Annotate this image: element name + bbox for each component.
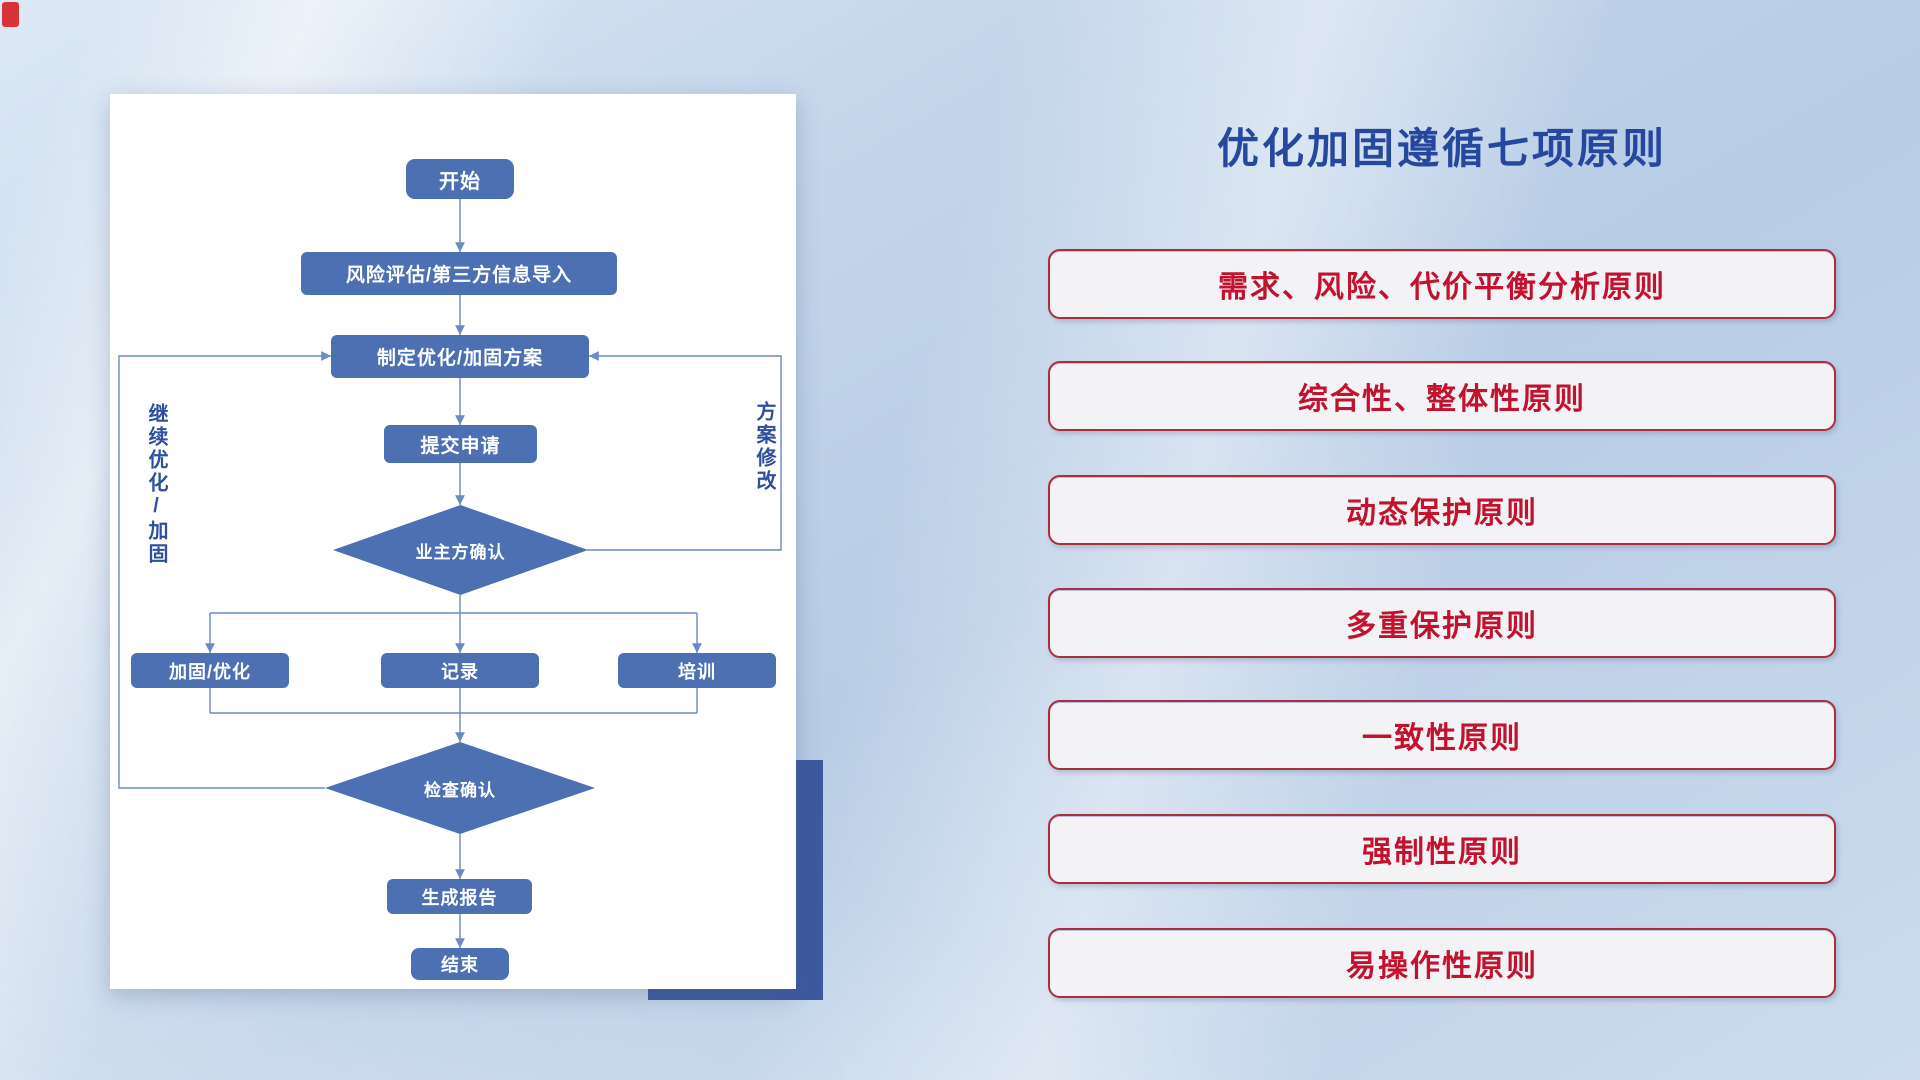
- flow-node-training: 培训: [618, 653, 776, 688]
- flow-node-submit-application: 提交申请: [384, 425, 537, 463]
- corner-watermark: [2, 2, 19, 27]
- principle-text: 一致性原则: [1362, 722, 1522, 755]
- principle-text: 多重保护原则: [1346, 610, 1538, 643]
- principle-box-1: 需求、风险、代价平衡分析原则: [1048, 249, 1836, 319]
- slide-title: 优化加固遵循七项原则: [1216, 125, 1667, 172]
- flow-node-end: 结束: [411, 948, 509, 980]
- flow-node-reinforce-optimize: 加固/优化: [131, 653, 289, 688]
- principle-box-2: 综合性、整体性原则: [1048, 361, 1836, 431]
- flow-node-generate-report: 生成报告: [387, 879, 532, 914]
- principle-text: 动态保护原则: [1346, 497, 1538, 530]
- flow-node-record: 记录: [381, 653, 539, 688]
- principle-box-7: 易操作性原则: [1048, 928, 1836, 998]
- principle-box-6: 强制性原则: [1048, 814, 1836, 884]
- principle-text: 易操作性原则: [1346, 950, 1538, 983]
- flow-node-risk-assessment: 风险评估/第三方信息导入: [301, 252, 617, 295]
- principle-box-3: 动态保护原则: [1048, 475, 1836, 545]
- principle-text: 需求、风险、代价平衡分析原则: [1218, 271, 1666, 304]
- principle-text: 强制性原则: [1362, 836, 1522, 869]
- principle-box-4: 多重保护原则: [1048, 588, 1836, 658]
- flow-node-start: 开始: [406, 159, 514, 199]
- flow-label-continue-optimize: 继续优化/加固: [145, 403, 167, 566]
- principle-box-5: 一致性原则: [1048, 700, 1836, 770]
- flowchart-panel: 开始 风险评估/第三方信息导入 制定优化/加固方案 提交申请 业主方确认 加固/…: [110, 94, 796, 989]
- flow-label-plan-modify: 方案修改: [753, 401, 775, 493]
- flow-node-make-plan: 制定优化/加固方案: [331, 335, 589, 378]
- principle-text: 综合性、整体性原则: [1298, 383, 1586, 416]
- flow-connectors: [118, 199, 782, 948]
